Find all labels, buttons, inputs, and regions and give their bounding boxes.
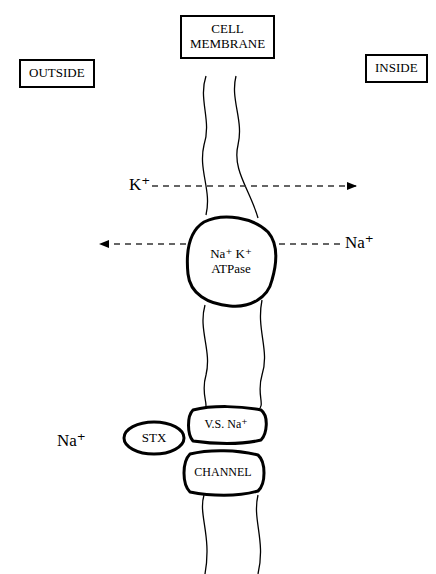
membrane-right-line: [234, 76, 264, 574]
membrane-left-line: [202, 76, 207, 574]
region-box: INSIDE: [365, 54, 428, 83]
node-text: V.S. Na⁺: [204, 418, 247, 432]
ion-label: K⁺: [128, 174, 151, 195]
channel-part-blob: CHANNEL: [180, 450, 266, 496]
ion-label: Na⁺: [344, 232, 375, 253]
region-box: OUTSIDE: [19, 59, 95, 88]
node-text: Na⁺ K⁺ ATPase: [201, 247, 261, 277]
node-text: OUTSIDE: [29, 66, 85, 81]
toxin-oval: STX: [122, 420, 186, 456]
node-text: INSIDE: [375, 61, 418, 76]
ion-label: Na⁺: [56, 430, 87, 451]
node-text: CHANNEL: [194, 466, 251, 480]
pump-blob: Na⁺ K⁺ ATPase: [184, 214, 278, 310]
title-box: CELL MEMBRANE: [180, 15, 275, 59]
node-text: STX: [142, 431, 167, 446]
channel-part-blob: V.S. Na⁺: [185, 406, 267, 444]
k-flux-arrow: [152, 185, 356, 187]
node-text: CELL MEMBRANE: [190, 22, 265, 52]
